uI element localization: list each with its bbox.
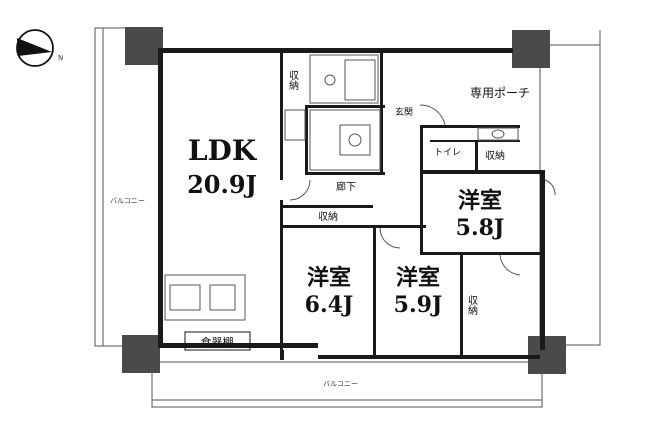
cupboard-label: 食器棚 — [201, 335, 234, 349]
storage-label-4: 収納 — [466, 295, 478, 316]
balcony-outline — [94, 27, 601, 408]
western2-size: 6.4J — [305, 292, 354, 318]
western3-name: 洋室 — [396, 265, 440, 291]
entrance-label: 玄関 — [395, 106, 413, 118]
storage-label-2: 収納 — [485, 149, 505, 162]
balcony-label-bottom: バルコニー — [323, 380, 358, 388]
western1-name: 洋室 — [458, 188, 502, 214]
interior-walls — [280, 50, 540, 355]
toilet-label: トイレ — [434, 148, 461, 158]
hallway-label: 廊下 — [336, 180, 356, 193]
porch-label: 専用ポーチ — [470, 86, 530, 100]
western1-size: 5.8J — [456, 215, 505, 241]
western2-name: 洋室 — [307, 265, 351, 291]
column-top-left — [125, 27, 163, 65]
door-swings — [289, 104, 556, 276]
balcony-label-left: バルコニー — [110, 197, 145, 205]
storage-label-3: 収納 — [318, 210, 338, 223]
storage-label-1: 収納 — [287, 70, 299, 91]
compass-label: N — [58, 54, 63, 62]
ldk-size: 20.9J — [187, 170, 257, 199]
compass-icon: N — [16, 29, 63, 67]
western3-size: 5.9J — [394, 292, 443, 318]
column-top-right — [512, 30, 550, 68]
ldk-name: LDK — [188, 134, 258, 167]
bath-fixtures — [309, 54, 379, 104]
column-bottom-left — [122, 335, 160, 373]
kitchen-fixtures — [164, 109, 381, 321]
toilet-fixtures — [477, 127, 519, 141]
